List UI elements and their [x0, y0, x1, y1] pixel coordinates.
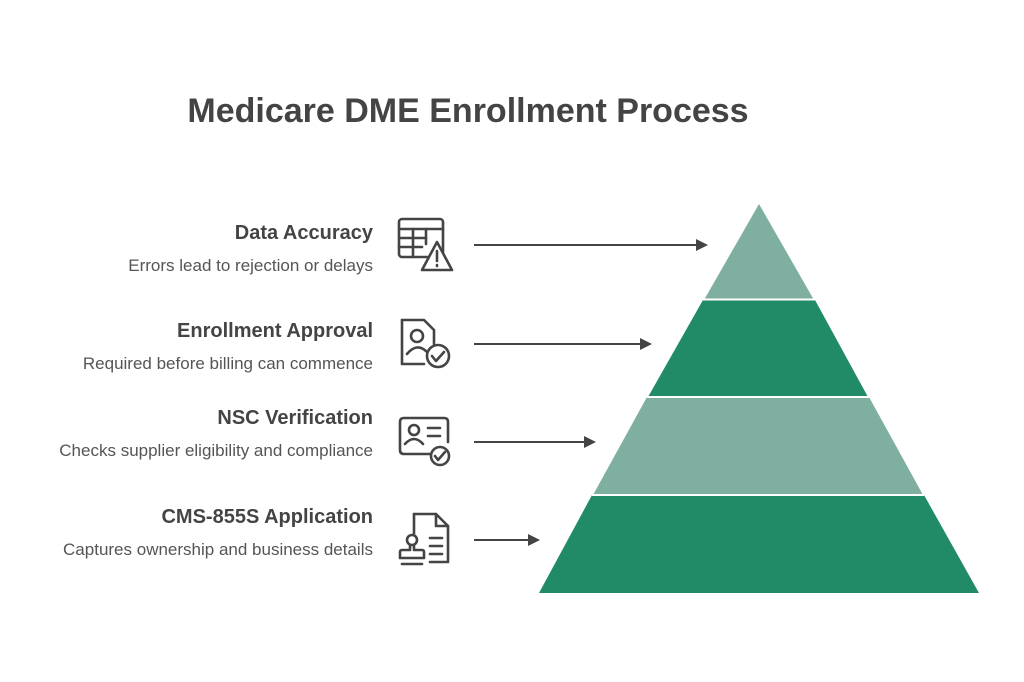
pyramid-tier-3 — [593, 397, 923, 495]
step-cms-855s-application: CMS-855S Application Captures ownership … — [13, 505, 373, 561]
step-description: Captures ownership and business details — [63, 540, 373, 559]
step-heading: Data Accuracy — [234, 222, 373, 244]
arrow-step-2 — [474, 338, 654, 350]
step-description: Required before billing can commence — [82, 354, 373, 373]
step-heading: NSC Verification — [217, 407, 373, 429]
pyramid-tier-2 — [648, 300, 868, 397]
step-enrollment-approval: Enrollment Approval Required before bill… — [13, 319, 373, 375]
step-heading: Enrollment Approval — [177, 320, 373, 342]
step-nsc-verification: NSC Verification Checks supplier eligibi… — [13, 406, 373, 462]
page-title: Medicare DME Enrollment Process — [0, 92, 980, 131]
step-data-accuracy: Data Accuracy Errors lead to rejection o… — [13, 221, 373, 277]
arrow-step-3 — [474, 436, 598, 448]
title-text: Medicare DME Enrollment Process — [187, 92, 749, 130]
pyramid-tier-4 — [539, 495, 979, 593]
pyramid-tier-1 — [704, 204, 814, 300]
document-stamp-icon — [394, 510, 454, 570]
step-description: Errors lead to rejection or delays — [128, 256, 373, 275]
arrow-step-4 — [474, 534, 542, 546]
user-document-check-icon — [394, 314, 454, 374]
id-card-check-icon — [394, 410, 454, 470]
arrow-step-1 — [474, 239, 710, 251]
step-description: Checks supplier eligibility and complian… — [59, 441, 373, 460]
spreadsheet-warning-icon — [394, 214, 454, 274]
step-heading: CMS-855S Application — [161, 506, 373, 528]
